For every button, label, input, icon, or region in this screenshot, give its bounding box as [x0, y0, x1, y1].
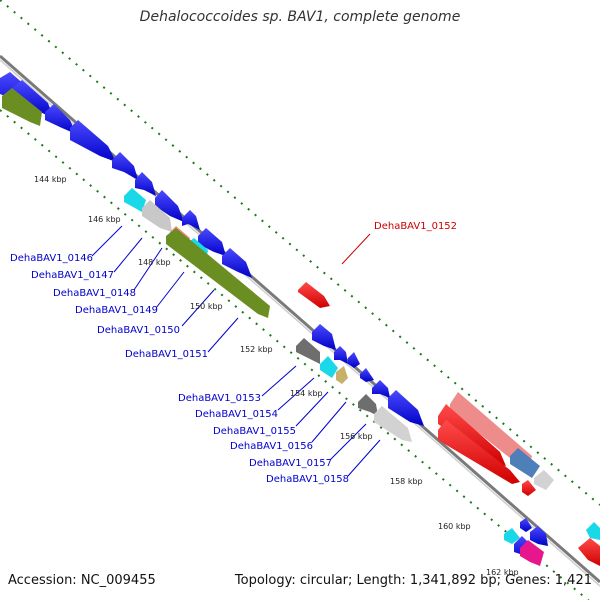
- tick-label: 152 kbp: [240, 345, 273, 354]
- feature-darkgray: [296, 338, 320, 364]
- genome-summary-text: Topology: circular; Length: 1,341,892 bp…: [234, 573, 592, 588]
- cds-arrow: [522, 480, 536, 496]
- tick-label: 150 kbp: [190, 302, 223, 311]
- gene-label: DehaBAV1_0156: [230, 441, 313, 452]
- gene-label: DehaBAV1_0149: [75, 305, 158, 316]
- tick-labels: 144 kbp 146 kbp 148 kbp 150 kbp 152 kbp …: [34, 175, 519, 577]
- feature-blocks: [2, 88, 600, 566]
- map-title: Dehalococcoides sp. BAV1, complete genom…: [139, 9, 461, 25]
- cds-arrow: [12, 80, 54, 118]
- feature-steelblue: [510, 448, 540, 478]
- gene-labels: DehaBAV1_0146 DehaBAV1_0147 DehaBAV1_014…: [10, 221, 457, 485]
- cds-arrow: [312, 324, 336, 350]
- cds-arrow: [578, 538, 600, 566]
- gene-label: DehaBAV1_0155: [213, 426, 296, 437]
- feature-darkgray: [358, 394, 378, 416]
- gc-dot-track-inner: [0, 109, 590, 600]
- label-leader-lines: [91, 225, 381, 477]
- accession-text: Accession: NC_009455: [8, 573, 156, 588]
- forward-cds-track: [0, 72, 548, 560]
- feature-olive: [2, 88, 42, 126]
- tick-label: 156 kbp: [340, 432, 373, 441]
- cds-arrow: [372, 380, 390, 398]
- cds-arrow: [348, 352, 360, 368]
- gene-label: DehaBAV1_0147: [31, 270, 114, 281]
- cds-arrow: [198, 228, 226, 256]
- gene-label: DehaBAV1_0148: [53, 288, 136, 299]
- gene-label: DehaBAV1_0151: [125, 349, 208, 360]
- cds-arrow: [360, 368, 374, 382]
- tick-label: 162 kbp: [486, 568, 519, 577]
- tick-label: 146 kbp: [88, 215, 121, 224]
- tick-label: 158 kbp: [390, 477, 423, 486]
- feature-cyan: [586, 522, 600, 540]
- tick-label: 144 kbp: [34, 175, 67, 184]
- tick-label: 160 kbp: [438, 522, 471, 531]
- cds-arrow: [520, 518, 532, 532]
- cds-arrow: [334, 346, 348, 364]
- feature-gray: [142, 200, 172, 232]
- cds-arrow: [70, 120, 116, 162]
- gene-label: DehaBAV1_0150: [97, 325, 180, 336]
- cds-arrow: [182, 210, 200, 230]
- cds-arrow: [45, 104, 76, 134]
- gene-label: DehaBAV1_0158: [266, 474, 349, 485]
- gene-label: DehaBAV1_0157: [249, 458, 332, 469]
- feature-salmon-long: [450, 392, 532, 470]
- gene-label: DehaBAV1_0146: [10, 253, 93, 264]
- cds-arrow: [388, 390, 424, 426]
- cds-arrow: [530, 526, 548, 546]
- cds-arrow: [112, 152, 138, 180]
- feature-silver: [534, 470, 554, 490]
- reverse-cds-track: [298, 282, 600, 566]
- gene-label: DehaBAV1_0153: [178, 393, 261, 404]
- feature-magenta: [520, 540, 544, 566]
- tick-label: 148 kbp: [138, 258, 171, 267]
- feature-olive-long: [166, 228, 270, 318]
- feature-cyan: [320, 356, 338, 378]
- tick-label: 154 kbp: [290, 389, 323, 398]
- cds-arrow: [438, 404, 506, 466]
- feature-khaki: [336, 366, 348, 384]
- feature-silver: [374, 406, 412, 442]
- gene-label: DehaBAV1_0154: [195, 409, 278, 420]
- cds-arrow-0152: [298, 282, 330, 308]
- cds-arrow: [155, 190, 184, 222]
- gene-label-highlight: DehaBAV1_0152: [374, 221, 457, 232]
- cds-arrow: [438, 420, 520, 484]
- feature-cyan: [504, 528, 520, 544]
- feature-cyan: [124, 188, 146, 212]
- cds-arrow: [222, 248, 252, 278]
- cds-arrow: [135, 172, 156, 196]
